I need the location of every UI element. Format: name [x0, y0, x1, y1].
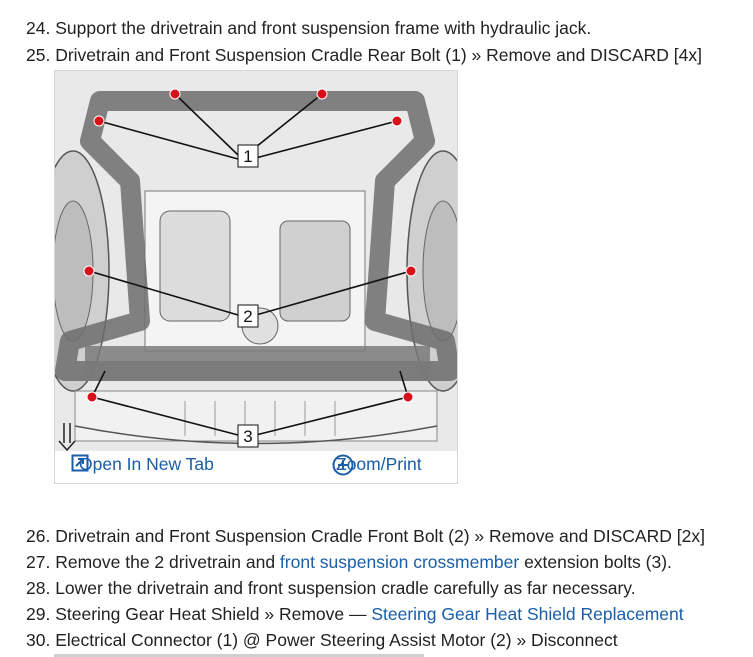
rear-bolt-marker: [93, 115, 105, 127]
callout-2: 2: [243, 307, 252, 326]
step-number: 29.: [26, 604, 51, 624]
extension-bolt-marker: [402, 391, 414, 403]
step-number: 27.: [26, 552, 51, 572]
step-27: 27. Remove the 2 drivetrain and front su…: [26, 551, 672, 573]
direction-arrow-icon: [58, 423, 76, 451]
step-24: 24. Support the drivetrain and front sus…: [26, 17, 591, 39]
figure-toolbar: Open In New Tab Zoom/Print: [55, 450, 457, 483]
callout-box-1: [237, 144, 259, 168]
step-number: 26.: [26, 526, 51, 546]
step-text: Lower the drivetrain and front suspensio…: [55, 578, 636, 598]
step-29: 29. Steering Gear Heat Shield » Remove —…: [26, 603, 684, 625]
step-number: 25.: [26, 45, 51, 65]
step-25: 25. Drivetrain and Front Suspension Crad…: [26, 44, 702, 66]
open-in-new-tab-button[interactable]: Open In New Tab: [71, 454, 214, 475]
cradle-bolt-illustration: 1 2 3 Open In New Tab: [54, 70, 458, 484]
step-number: 24.: [26, 18, 51, 38]
step-text: Electrical Connector (1) @ Power Steerin…: [55, 630, 618, 650]
step-text: Remove the 2 drivetrain and: [55, 552, 280, 572]
step-text: Drivetrain and Front Suspension Cradle R…: [55, 45, 703, 65]
open-in-new-tab-label: Open In New Tab: [79, 454, 214, 474]
zoom-print-button[interactable]: Zoom/Print: [332, 454, 422, 476]
zoom-print-label: Zoom/Print: [336, 454, 422, 474]
callout-box-2: [237, 304, 259, 328]
extension-bolt-marker: [86, 391, 98, 403]
rear-bolt-marker: [391, 115, 403, 127]
step-text: Support the drivetrain and front suspens…: [55, 18, 592, 38]
step-26: 26. Drivetrain and Front Suspension Crad…: [26, 525, 705, 547]
step-28: 28. Lower the drivetrain and front suspe…: [26, 577, 636, 599]
step-text: extension bolts (3).: [519, 552, 672, 572]
rear-bolt-marker: [316, 88, 328, 100]
step-text: Steering Gear Heat Shield » Remove —: [55, 604, 372, 624]
front-bolt-marker: [405, 265, 417, 277]
callout-3: 3: [243, 427, 252, 446]
callout-box-3: [237, 424, 259, 448]
step-30: 30. Electrical Connector (1) @ Power Ste…: [26, 629, 618, 651]
front-suspension-crossmember-link[interactable]: front suspension crossmember: [279, 552, 520, 572]
step-number: 30.: [26, 630, 51, 650]
cradle-diagram: 1 2 3: [55, 71, 457, 451]
step-text: Drivetrain and Front Suspension Cradle F…: [55, 526, 705, 546]
next-figure-edge: [54, 654, 424, 657]
front-bolt-marker: [83, 265, 95, 277]
rear-bolt-marker: [169, 88, 181, 100]
steering-gear-heat-shield-link[interactable]: Steering Gear Heat Shield Replacement: [371, 604, 684, 624]
step-number: 28.: [26, 578, 51, 598]
callout-1: 1: [243, 147, 252, 166]
